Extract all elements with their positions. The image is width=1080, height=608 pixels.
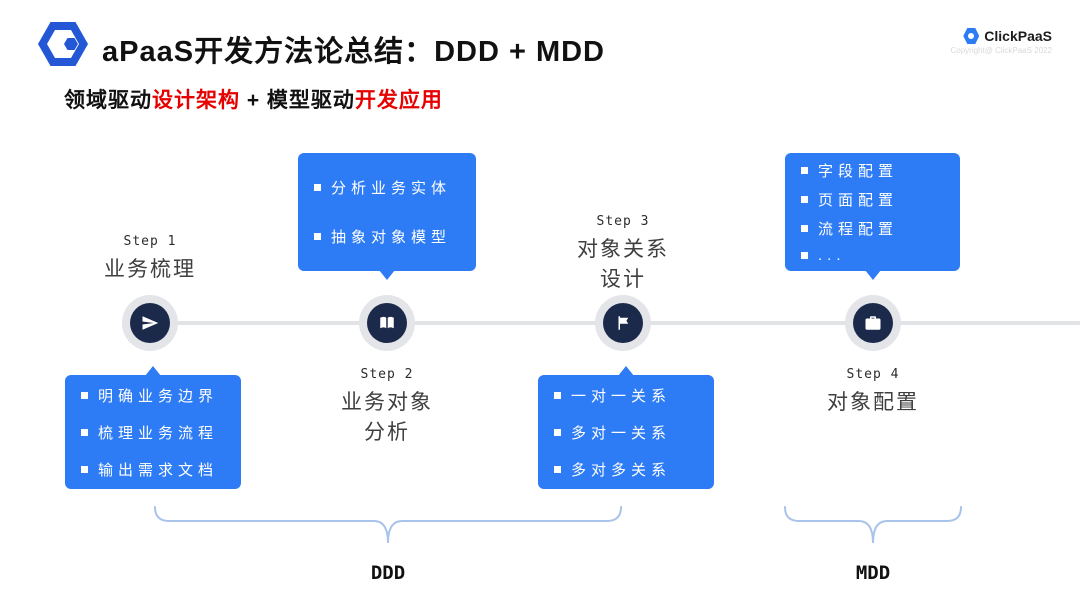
square-bullet-icon xyxy=(801,252,808,259)
flag-icon xyxy=(618,316,629,330)
subtitle-seg3: + 模型驱动 xyxy=(240,89,355,112)
square-bullet-icon xyxy=(801,196,808,203)
list-item: 一对一关系 xyxy=(554,385,698,406)
square-bullet-icon xyxy=(801,225,808,232)
step3-callout-box: 一对一关系 多对一关系 多对多关系 xyxy=(538,366,714,489)
mdd-group-brace xyxy=(784,506,962,544)
step2-callout-box: 分析业务实体 抽象对象模型 xyxy=(298,153,476,280)
step1-label: Step 1 xyxy=(123,234,177,249)
list-item: 分析业务实体 xyxy=(314,177,460,198)
step4-label-block: Step 4 对象配置 xyxy=(803,367,943,418)
step4-callout-box: 字段配置 页面配置 流程配置 ... xyxy=(785,153,960,280)
timeline-node-step2 xyxy=(359,295,415,351)
step4-title: 对象配置 xyxy=(827,391,919,414)
step2-label: Step 2 xyxy=(360,367,414,382)
paper-plane-icon xyxy=(142,316,159,330)
step1-title: 业务梳理 xyxy=(104,258,196,281)
brand-logo: ClickPaaS Copyright@ ClickPaaS 2022 xyxy=(950,28,1052,55)
subtitle: 领域驱动设计架构 + 模型驱动开发应用 xyxy=(64,84,443,114)
logo-name: ClickPaaS xyxy=(984,28,1052,44)
square-bullet-icon xyxy=(801,167,808,174)
briefcase-icon xyxy=(865,316,881,330)
subtitle-seg1: 领域驱动 xyxy=(64,89,152,112)
timeline-node-step3 xyxy=(595,295,651,351)
list-item: 明确业务边界 xyxy=(81,385,225,406)
step2-label-block: Step 2 业务对象 分析 xyxy=(317,367,457,449)
list-item: 多对多关系 xyxy=(554,459,698,480)
book-icon xyxy=(380,316,394,329)
page-title: aPaaS开发方法论总结：DDD + MDD xyxy=(102,36,605,68)
list-item: 梳理业务流程 xyxy=(81,422,225,443)
square-bullet-icon xyxy=(314,233,321,240)
mdd-group-label: MDD xyxy=(855,562,891,584)
square-bullet-icon xyxy=(81,428,88,436)
timeline-node-step4 xyxy=(845,295,901,351)
square-bullet-icon xyxy=(554,465,561,473)
step4-label: Step 4 xyxy=(846,367,900,382)
square-bullet-icon xyxy=(554,391,561,399)
subtitle-seg4-red: 开发应用 xyxy=(354,89,443,112)
ddd-group-brace xyxy=(154,506,622,544)
list-item: 输出需求文档 xyxy=(81,459,225,480)
step3-label: Step 3 xyxy=(596,214,650,229)
step1-callout-box: 明确业务边界 梳理业务流程 输出需求文档 xyxy=(65,366,241,489)
list-item: 流程配置 xyxy=(801,218,944,239)
copyright-text: Copyright@ ClickPaaS 2022 xyxy=(950,46,1052,55)
list-item: 多对一关系 xyxy=(554,422,698,443)
step3-label-block: Step 3 对象关系 设计 xyxy=(553,214,693,296)
square-bullet-icon xyxy=(81,465,88,473)
square-bullet-icon xyxy=(81,391,88,399)
list-item: 抽象对象模型 xyxy=(314,226,460,247)
ddd-group-label: DDD xyxy=(370,562,406,584)
list-item: ... xyxy=(801,247,944,264)
subtitle-seg2-red: 设计架构 xyxy=(152,89,240,112)
list-item: 字段配置 xyxy=(801,160,944,181)
square-bullet-icon xyxy=(314,184,321,191)
timeline-node-step1 xyxy=(122,295,178,351)
step3-title: 对象关系 设计 xyxy=(577,238,669,292)
square-bullet-icon xyxy=(554,428,561,436)
clickpaas-logo-icon xyxy=(963,28,980,44)
list-item: 页面配置 xyxy=(801,189,944,210)
step1-label-block: Step 1 业务梳理 xyxy=(80,234,220,285)
step2-title: 业务对象 分析 xyxy=(341,391,433,445)
hexagon-bullet-icon xyxy=(38,22,88,66)
